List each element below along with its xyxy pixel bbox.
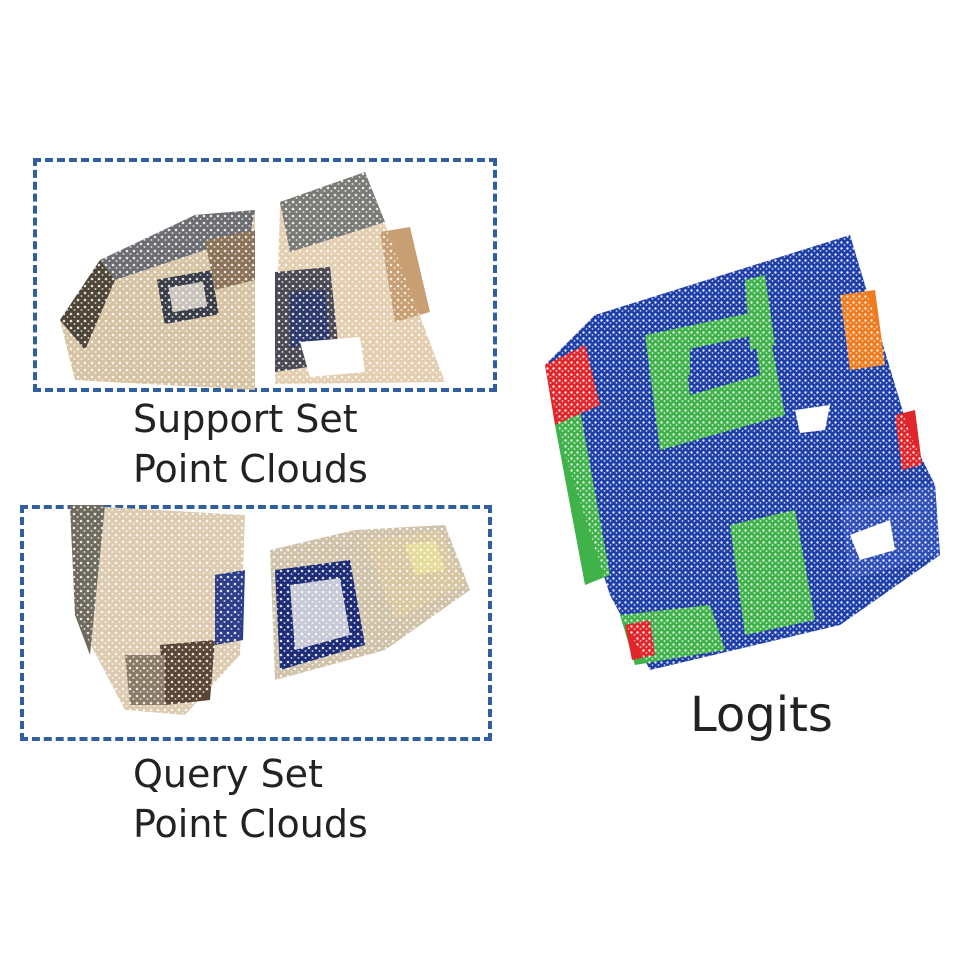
logits-point-cloud (545, 235, 940, 670)
support-point-cloud-1 (60, 210, 255, 390)
query-point-cloud-1 (70, 505, 245, 715)
support-caption-line2: Point Clouds (133, 447, 368, 491)
support-set-caption: Support Set Point Clouds (133, 394, 368, 494)
query-set-box (20, 505, 492, 741)
query-caption-line1: Query Set (133, 752, 323, 796)
support-set-box (33, 158, 497, 392)
query-caption-line2: Point Clouds (133, 802, 368, 846)
support-caption-line1: Support Set (133, 397, 358, 441)
logits-caption: Logits (690, 687, 833, 743)
query-point-cloud-2 (270, 525, 470, 680)
support-point-cloud-2 (275, 172, 445, 384)
query-set-caption: Query Set Point Clouds (133, 749, 368, 849)
